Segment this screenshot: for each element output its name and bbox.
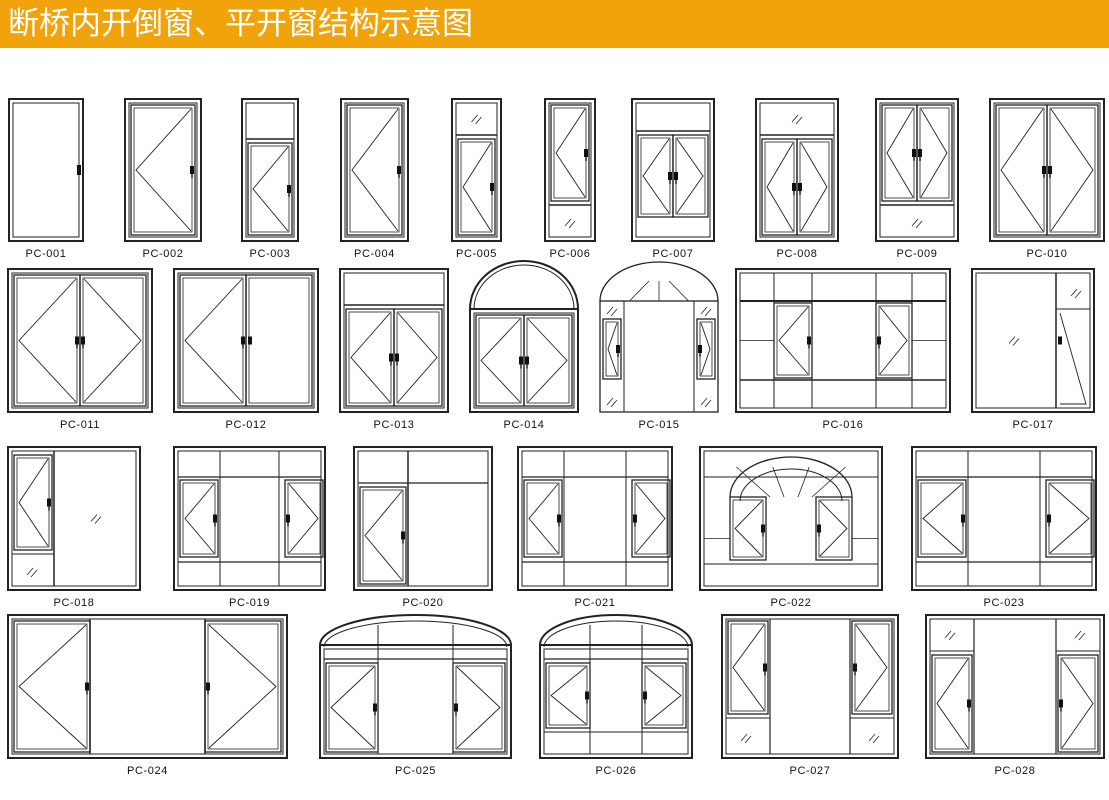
- window-diagram-item: PC-028: [925, 614, 1105, 777]
- window-code-label: PC-011: [60, 419, 100, 431]
- window-code-label: PC-015: [639, 419, 680, 431]
- window-diagram-item: PC-005: [451, 98, 502, 260]
- window-code-label: PC-017: [1013, 419, 1054, 431]
- window-diagram-item: PC-010: [989, 98, 1105, 260]
- window-diagram-item: PC-003: [241, 98, 299, 260]
- window-code-label: PC-019: [229, 597, 270, 609]
- window-code-label: PC-009: [897, 248, 938, 260]
- window-code-label: PC-008: [777, 248, 818, 260]
- window-diagram-item: PC-023: [911, 446, 1097, 609]
- window-diagram-item: PC-008: [755, 98, 839, 260]
- window-diagram-item: PC-021: [517, 446, 673, 609]
- window-code-label: PC-012: [226, 419, 267, 431]
- window-code-label: PC-005: [456, 248, 497, 260]
- window-diagram-item: PC-025: [319, 614, 512, 777]
- window-code-label: PC-004: [354, 248, 395, 260]
- window-diagram-item: PC-013: [339, 268, 449, 431]
- window-code-label: PC-022: [771, 597, 812, 609]
- window-diagram-item: PC-015: [599, 261, 719, 431]
- window-diagram-item: PC-009: [875, 98, 959, 260]
- window-code-label: PC-014: [504, 419, 545, 431]
- window-diagram-item: PC-012: [173, 268, 319, 431]
- window-diagram-item: PC-014: [469, 260, 579, 431]
- window-diagram-item: PC-002: [124, 98, 202, 260]
- window-code-label: PC-021: [575, 597, 616, 609]
- window-diagram-item: PC-027: [721, 614, 899, 777]
- window-diagram-item: PC-006: [544, 98, 596, 260]
- window-code-label: PC-003: [250, 248, 291, 260]
- window-code-label: PC-020: [403, 597, 444, 609]
- window-diagram-item: PC-018: [7, 446, 141, 609]
- window-diagram-item: PC-004: [340, 98, 409, 260]
- window-diagram-item: PC-001: [8, 98, 84, 260]
- window-code-label: PC-013: [374, 419, 415, 431]
- window-diagram-item: PC-011: [7, 268, 153, 431]
- window-code-label: PC-028: [995, 765, 1036, 777]
- window-code-label: PC-026: [596, 765, 637, 777]
- window-code-label: PC-006: [550, 248, 591, 260]
- window-diagram-item: PC-020: [353, 446, 493, 609]
- window-code-label: PC-007: [653, 248, 694, 260]
- title-banner: [0, 0, 1109, 48]
- window-code-label: PC-001: [26, 248, 67, 260]
- window-diagram-item: PC-019: [173, 446, 326, 609]
- window-diagram-item: PC-026: [539, 614, 693, 777]
- window-code-label: PC-002: [143, 248, 184, 260]
- window-code-label: PC-024: [127, 765, 168, 777]
- window-diagram-item: PC-016: [735, 268, 951, 431]
- window-diagram-item: PC-022: [699, 446, 883, 609]
- window-code-label: PC-027: [790, 765, 831, 777]
- window-code-label: PC-023: [984, 597, 1025, 609]
- window-code-label: PC-010: [1027, 248, 1068, 260]
- window-code-label: PC-018: [54, 597, 95, 609]
- window-diagram-item: PC-024: [7, 614, 288, 777]
- window-diagram-item: PC-007: [631, 98, 715, 260]
- window-diagram-item: PC-017: [971, 268, 1095, 431]
- window-code-label: PC-025: [395, 765, 436, 777]
- window-code-label: PC-016: [823, 419, 864, 431]
- page-title: 断桥内开倒窗、平开窗结构示意图: [8, 6, 473, 42]
